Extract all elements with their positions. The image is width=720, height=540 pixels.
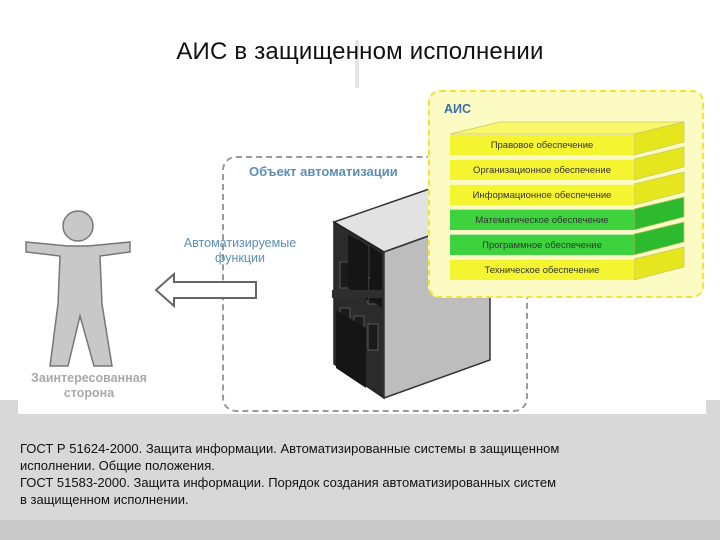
layer-software: Программное обеспечение (450, 234, 634, 255)
ais-title: АИС (444, 102, 472, 116)
gost-references: ГОСТ Р 51624-2000. Защита информации. Ав… (20, 440, 704, 508)
gost-line-1: ГОСТ Р 51624-2000. Защита информации. Ав… (20, 441, 560, 456)
layer-stack-sides (634, 121, 685, 281)
automated-functions-label: Автоматизируемые функции (160, 236, 320, 266)
automation-object-title: Объект автоматизации (249, 164, 398, 179)
layer-legal-label: Правовое обеспечение (490, 139, 594, 151)
layer-software-label: Программное обеспечение (482, 239, 602, 251)
gost-line-3: ГОСТ 51583-2000. Защита информации. Поря… (20, 475, 557, 490)
layer-organizational: Организационное обеспечение (450, 159, 634, 180)
stakeholder-line-1: Заинтересованная (31, 371, 147, 385)
layer-legal: Правовое обеспечение (450, 134, 634, 155)
layer-technical: Техническое обеспечение (450, 259, 634, 280)
gost-line-4: в защищенном исполнении. (20, 492, 189, 507)
layer-mathematical: Математическое обеспечение (450, 209, 634, 230)
arrow-left-icon (154, 272, 257, 308)
layer-stack-top (450, 121, 685, 135)
layer-mathematical-label: Математическое обеспечение (475, 214, 609, 226)
stakeholder-label: Заинтересованная сторона (14, 371, 164, 401)
layer-informational-label: Информационное обеспечение (472, 189, 612, 201)
gost-line-2: исполнении. Общие положения. (20, 458, 215, 473)
automated-functions-line-2: функции (215, 251, 265, 265)
layer-organizational-label: Организационное обеспечение (473, 164, 611, 176)
automated-functions-line-1: Автоматизируемые (183, 236, 297, 250)
person-icon (25, 210, 131, 367)
layer-informational: Информационное обеспечение (450, 184, 634, 205)
stakeholder-line-2: сторона (63, 386, 115, 400)
layer-technical-label: Техническое обеспечение (484, 264, 600, 276)
page-title: АИС в защищенном исполнении (176, 38, 544, 65)
